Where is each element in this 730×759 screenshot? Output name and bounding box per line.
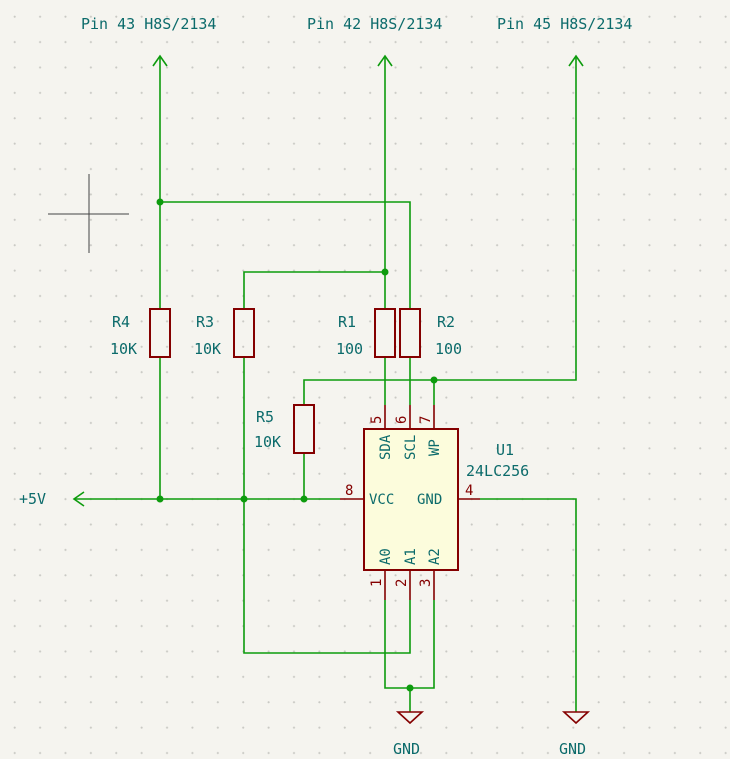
net-label-pin43: Pin 43 H8S/2134 <box>81 15 216 33</box>
ic-pin-name-a0: A0 <box>378 548 394 565</box>
pin42-arrow-icon <box>377 54 393 67</box>
ic-pin-name-sda: SDA <box>378 434 394 460</box>
net-label-gnd-right: GND <box>559 740 586 758</box>
resistor-r1-value: 100 <box>336 340 363 358</box>
resistor-r3-ref: R3 <box>196 313 214 331</box>
net-label-gnd-left: GND <box>393 740 420 758</box>
ic-u1-body <box>363 428 459 571</box>
vcc-arrow-icon <box>72 491 85 507</box>
resistor-r1-ref: R1 <box>338 313 356 331</box>
pin43-arrow-icon <box>152 54 168 67</box>
resistor-r3-body <box>233 308 255 358</box>
ic-pin-name-scl: SCL <box>403 435 419 460</box>
resistor-r3-value: 10K <box>194 340 221 358</box>
ic-pin-num-1: 1 <box>369 579 385 587</box>
crosshair-cursor-icon <box>48 174 129 253</box>
resistor-r4-value: 10K <box>110 340 137 358</box>
resistor-r5-value: 10K <box>254 433 281 451</box>
ic-pin-num-7: 7 <box>418 416 434 424</box>
ic-pin-name-vcc: VCC <box>369 492 394 508</box>
ic-pin-num-8: 8 <box>345 483 353 499</box>
ic-u1-part: 24LC256 <box>466 462 529 480</box>
net-label-pin45: Pin 45 H8S/2134 <box>497 15 632 33</box>
resistor-r2-body <box>399 308 421 358</box>
ic-pin-num-5: 5 <box>369 416 385 424</box>
wires <box>74 56 577 712</box>
ic-pin-num-3: 3 <box>418 579 434 587</box>
ic-pin-name-a2: A2 <box>427 548 443 565</box>
ic-pins <box>340 405 480 600</box>
ground-left-icon <box>395 711 425 725</box>
ground-right-icon <box>561 711 591 725</box>
net-label-pin42: Pin 42 H8S/2134 <box>307 15 442 33</box>
resistor-r4-ref: R4 <box>112 313 130 331</box>
resistor-r2-value: 100 <box>435 340 462 358</box>
resistor-r5-ref: R5 <box>256 408 274 426</box>
resistor-r4-body <box>149 308 171 358</box>
net-label-vcc: +5V <box>19 490 46 508</box>
ic-pin-name-wp: WP <box>427 439 443 456</box>
ic-pin-num-2: 2 <box>394 579 410 587</box>
resistor-r2-ref: R2 <box>437 313 455 331</box>
ic-pin-name-a1: A1 <box>403 548 419 565</box>
junctions <box>156 198 438 692</box>
ic-u1-ref: U1 <box>496 441 514 459</box>
ic-pin-name-gnd: GND <box>417 492 442 508</box>
pin45-arrow-icon <box>568 54 584 67</box>
ic-pin-num-6: 6 <box>394 416 410 424</box>
resistor-r1-body <box>374 308 396 358</box>
ic-pin-num-4: 4 <box>465 483 473 499</box>
resistor-r5-body <box>293 404 315 454</box>
